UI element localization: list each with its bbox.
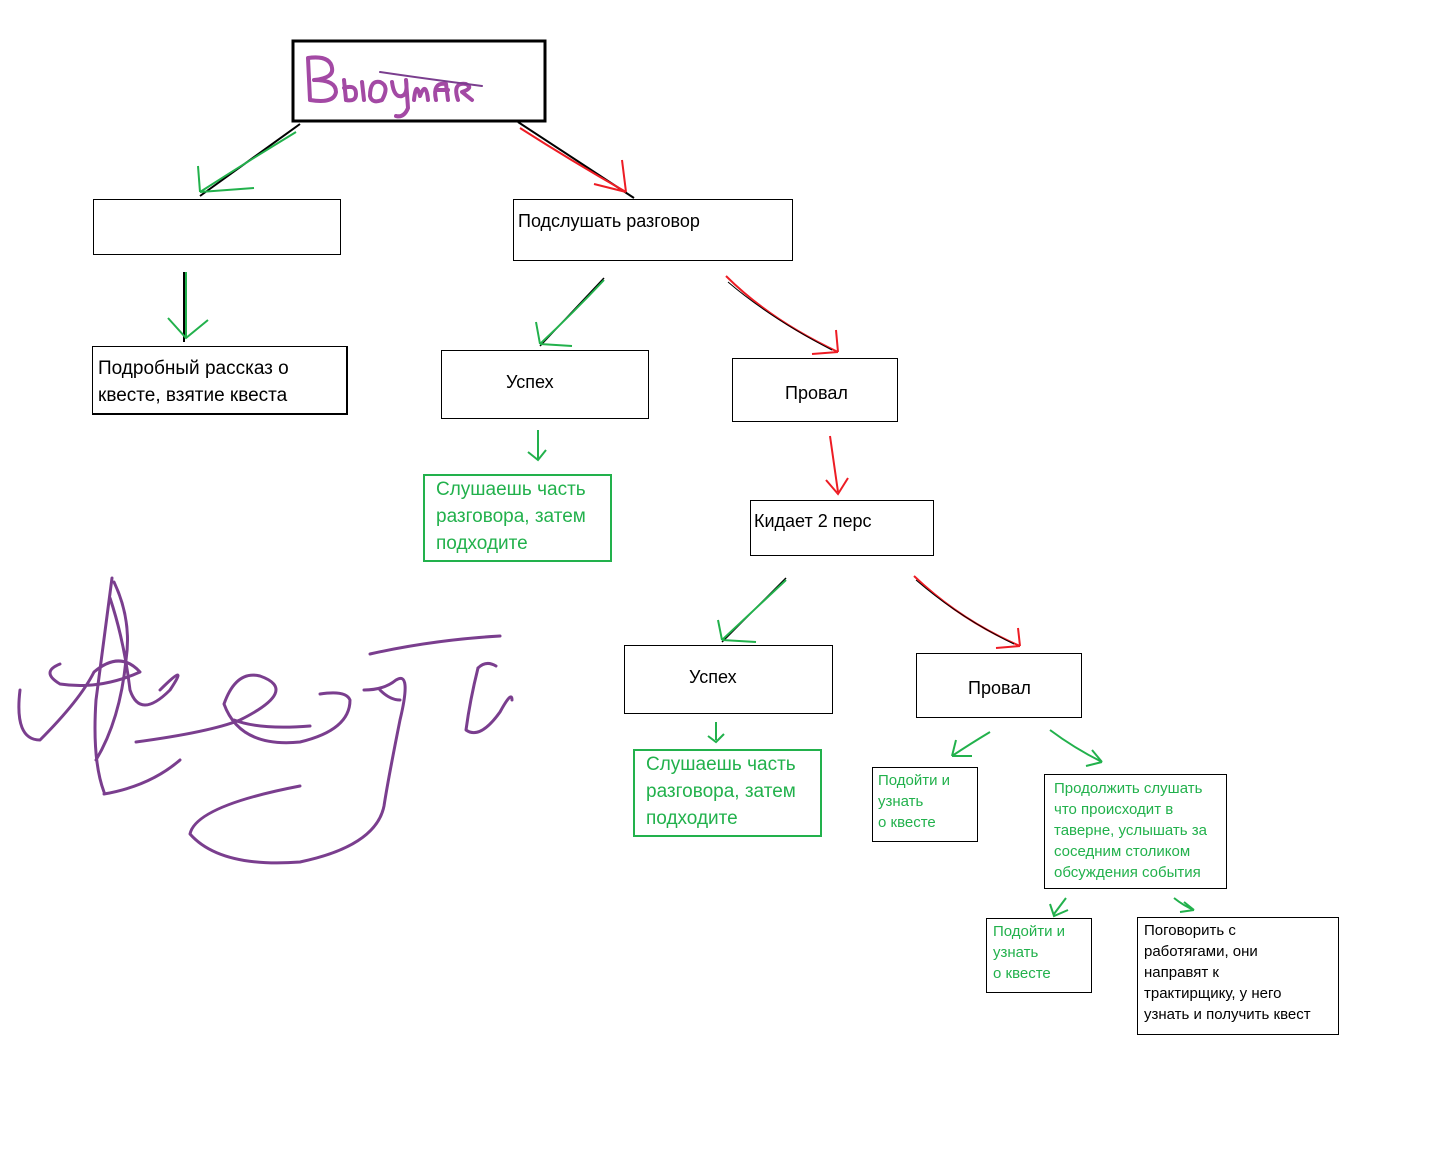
edge-approach-story-arrow <box>167 272 209 340</box>
root-title <box>306 55 483 119</box>
node-detailed-story: Подробный рассказ о квесте, взятие квест… <box>92 346 348 415</box>
node-listen-part-1-label: Слушаешь часть разговора, затем подходит… <box>436 479 586 554</box>
node-eavesdrop-label: Подслушать разговор <box>518 211 700 231</box>
node-listen-part-2-label: Слушаешь часть разговора, затем подходит… <box>646 754 796 829</box>
node-approach-learn-1-label: Подойти и узнать о квесте <box>878 772 951 831</box>
node-approach-learn-2: Подойти и узнать о квесте <box>986 918 1092 993</box>
edge-keep-talk-arrow <box>1173 897 1195 913</box>
node-eavesdrop: Подслушать разговор <box>513 199 793 261</box>
edge-throws-fail2-line <box>915 579 1015 645</box>
node-success-2-label: Успех <box>689 667 737 687</box>
node-fail-1: Провал <box>732 358 898 422</box>
edge-root-approach-arrow <box>197 131 297 193</box>
edge-throws-success2-arrow <box>717 579 787 643</box>
node-approach-learn-2-label: Подойти и узнать о квесте <box>993 923 1066 982</box>
edge-root-eavesdrop-arrow <box>519 127 627 193</box>
node-fail-2: Провал <box>916 653 1082 718</box>
signature-scribble <box>17 576 514 865</box>
node-talk-workers-label: Поговорить с работягами, они направят к … <box>1144 922 1311 1023</box>
node-keep-listening-label: Продолжить слушать что происходит в таве… <box>1054 780 1207 881</box>
edge-fail1-throws-arrow <box>825 435 849 496</box>
node-listen-part-1: Слушаешь часть разговора, затем подходит… <box>423 474 612 562</box>
edge-keep-approach2-arrow <box>1049 897 1069 918</box>
node-fail-1-label: Провал <box>785 383 848 403</box>
node-listen-part-2: Слушаешь часть разговора, затем подходит… <box>633 749 822 837</box>
node-throws-2: Кидает 2 перс <box>750 500 934 556</box>
node-talk-workers: Поговорить с работягами, они направят к … <box>1137 917 1339 1035</box>
node-keep-listening: Продолжить слушать что происходит в таве… <box>1044 774 1227 889</box>
node-approach-learn-1: Подойти и узнать о квесте <box>872 767 978 842</box>
node-throws-2-label: Кидает 2 перс <box>754 511 872 531</box>
edge-success1-listen-arrow <box>527 430 547 462</box>
edge-success2-listen-arrow <box>707 722 725 744</box>
node-success-1-label: Успех <box>506 372 554 392</box>
root-box <box>291 39 547 123</box>
edge-eavesdrop-fail1-line <box>727 281 833 351</box>
edge-eavesdrop-fail1-arrow <box>725 275 839 355</box>
node-fail-2-label: Провал <box>968 678 1031 698</box>
edge-fail2-approach1-arrow <box>951 731 991 757</box>
node-detailed-story-label: Подробный рассказ о квесте, взятие квест… <box>98 358 289 406</box>
node-success-1: Успех <box>441 350 649 419</box>
node-approach <box>93 199 341 255</box>
node-success-2: Успех <box>624 645 833 714</box>
edge-eavesdrop-success1-arrow <box>535 279 605 347</box>
edge-throws-fail2-arrow <box>913 575 1021 649</box>
edge-fail2-keep-arrow <box>1049 729 1103 767</box>
